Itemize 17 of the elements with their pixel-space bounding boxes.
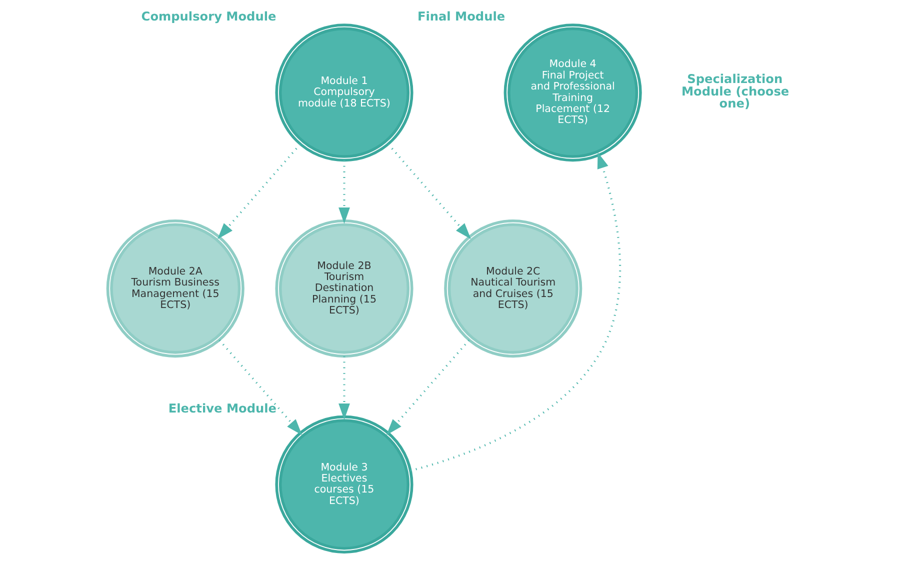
arrow — [386, 340, 470, 436]
node-circle: Module 2A Tourism Business Management (15 ECTS) — [106, 219, 244, 358]
arrow — [218, 340, 302, 436]
node-label: Elective Module — [168, 402, 276, 416]
arrow — [410, 152, 620, 472]
arrow — [338, 160, 350, 224]
arrow — [387, 144, 470, 240]
node-label: Final Module — [416, 10, 505, 24]
arrow — [217, 144, 300, 240]
node-circle: Module 1 Compulsory module (18 ECTS) — [274, 24, 413, 162]
node-circle: Module 4 Final Project and Professional Training Placement (12 ECTS) — [503, 24, 642, 162]
label: Specialization Module (choose one) — [681, 72, 789, 110]
node-circle: Module 2B Tourism Destination Planning (15 ECTS) — [274, 219, 413, 358]
arrow — [338, 356, 350, 420]
node-label: Compulsory Module — [140, 10, 276, 24]
node-circle: Module 3 Electives courses (15 ECTS) — [274, 415, 413, 554]
node-circle: Module 2C Nautical Tourism and Cruises (15 ECTS) — [444, 219, 582, 358]
